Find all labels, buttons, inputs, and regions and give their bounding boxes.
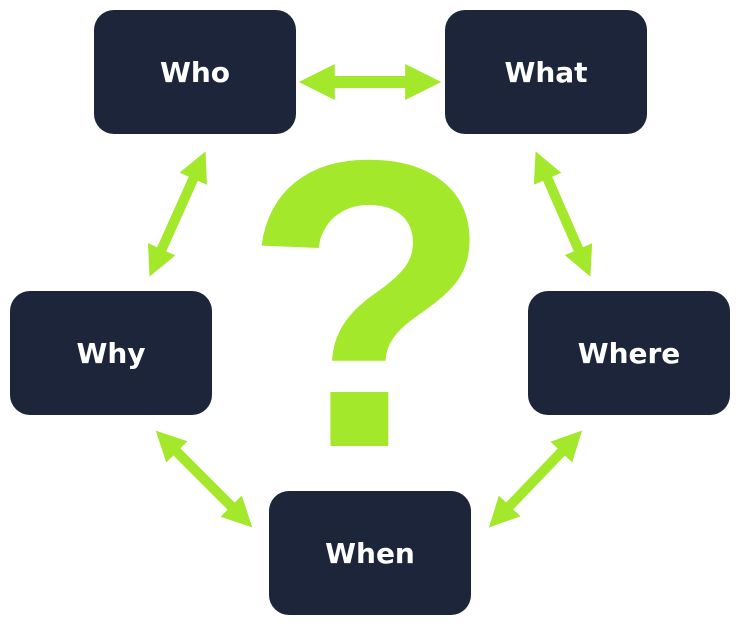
arrow-why-when (155, 430, 253, 528)
node-what: What (445, 10, 647, 134)
node-who-label: Who (159, 55, 231, 89)
node-why-label: Why (76, 336, 146, 370)
node-where: Where (528, 291, 730, 415)
node-when: When (269, 491, 471, 615)
node-when-label: When (325, 536, 415, 570)
question-mark: ? (243, 75, 493, 533)
node-where-label: Where (577, 336, 681, 370)
arrow-where-when (488, 430, 583, 528)
arrow-what-where (533, 151, 593, 277)
node-who: Who (94, 10, 296, 134)
arrow-who-why (148, 151, 207, 277)
node-why: Why (10, 291, 212, 415)
node-what-label: What (504, 55, 588, 89)
